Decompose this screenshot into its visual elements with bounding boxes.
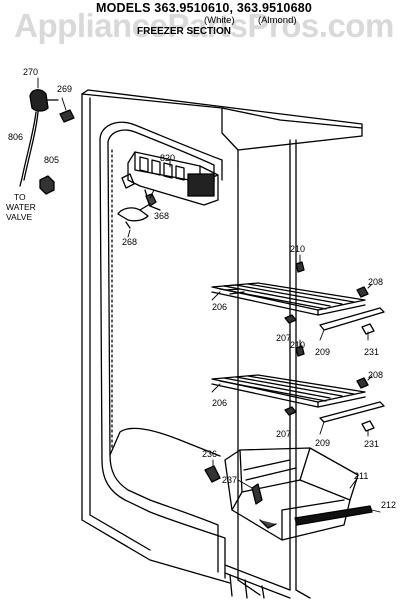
shelf-upper-206[interactable]: [211, 282, 366, 316]
callout-237: 237: [222, 475, 237, 485]
fill-cup-368[interactable]: [145, 193, 157, 207]
callout-209-lower: 209: [315, 438, 330, 448]
freezer-liner: [99, 121, 226, 579]
shelf-front-trim-209a[interactable]: [319, 307, 385, 331]
auger-237[interactable]: [251, 483, 263, 505]
callout-231-lower: 231: [364, 439, 379, 449]
callout-212: 212: [381, 500, 396, 510]
shelf-bracket-208b[interactable]: [356, 377, 369, 389]
title-block: MODELS 363.9510610, 363.9510680 (White) …: [0, 1, 408, 38]
callout-368: 368: [154, 211, 169, 221]
callout-269: 269: [57, 84, 72, 94]
label-water: WATER: [6, 202, 36, 212]
callout-270: 270: [23, 67, 38, 77]
section-title: FREEZER SECTION: [137, 26, 231, 37]
shelf-lower-206[interactable]: [211, 374, 366, 408]
ice-bin-211[interactable]: [224, 447, 359, 541]
color-variants: (White) (Almond): [0, 15, 408, 26]
label-to: TO: [14, 192, 26, 202]
rear-wall: [237, 139, 311, 599]
callout-268: 268: [122, 237, 137, 247]
callout-231-upper: 231: [364, 347, 379, 357]
cabinet-shell: [81, 89, 363, 584]
callout-207-upper: 207: [276, 333, 291, 343]
shelf-bracket-208a[interactable]: [356, 286, 369, 298]
callout-236: 236: [202, 449, 217, 459]
callout-labels: 270 269 806 805 TO WATER VALVE 820 368 2…: [6, 67, 396, 510]
callout-210-upper: 210: [290, 244, 305, 254]
callout-206-upper: 206: [212, 302, 227, 312]
ice-maker-assembly[interactable]: [121, 151, 219, 211]
shutoff-arm-268[interactable]: [117, 203, 151, 229]
shelf-front-trim-209b[interactable]: [319, 401, 385, 423]
water-inlet-270[interactable]: [29, 89, 59, 112]
callout-211: 211: [354, 471, 368, 481]
callout-208-lower: 208: [368, 370, 383, 380]
bottom-rail: [224, 564, 291, 599]
clip-805[interactable]: [39, 175, 55, 195]
callout-208-upper: 208: [368, 277, 383, 287]
bin-front-212[interactable]: [294, 505, 373, 526]
callout-805: 805: [44, 155, 59, 165]
bin-bracket-236[interactable]: [204, 465, 221, 483]
grommet-269[interactable]: [59, 109, 75, 123]
shelf-stop-231a[interactable]: [361, 323, 375, 335]
variant-white: (White): [204, 15, 235, 26]
callout-806: 806: [8, 132, 23, 142]
callout-820: 820: [160, 153, 175, 163]
callout-210-lower: 210: [290, 340, 305, 350]
models-title: MODELS 363.9510610, 363.9510680: [95, 1, 313, 15]
label-valve: VALVE: [6, 212, 32, 222]
shelf-support-207b[interactable]: [284, 406, 297, 416]
water-tube-806[interactable]: [19, 111, 39, 187]
callout-209-upper: 209: [315, 347, 330, 357]
shelf-stop-231b[interactable]: [361, 420, 375, 432]
callout-206-lower: 206: [212, 398, 227, 408]
variant-almond: (Almond): [258, 15, 297, 26]
callout-207-lower: 207: [276, 429, 291, 439]
leader-lines: [37, 77, 381, 513]
shelf-support-207a[interactable]: [284, 314, 297, 324]
